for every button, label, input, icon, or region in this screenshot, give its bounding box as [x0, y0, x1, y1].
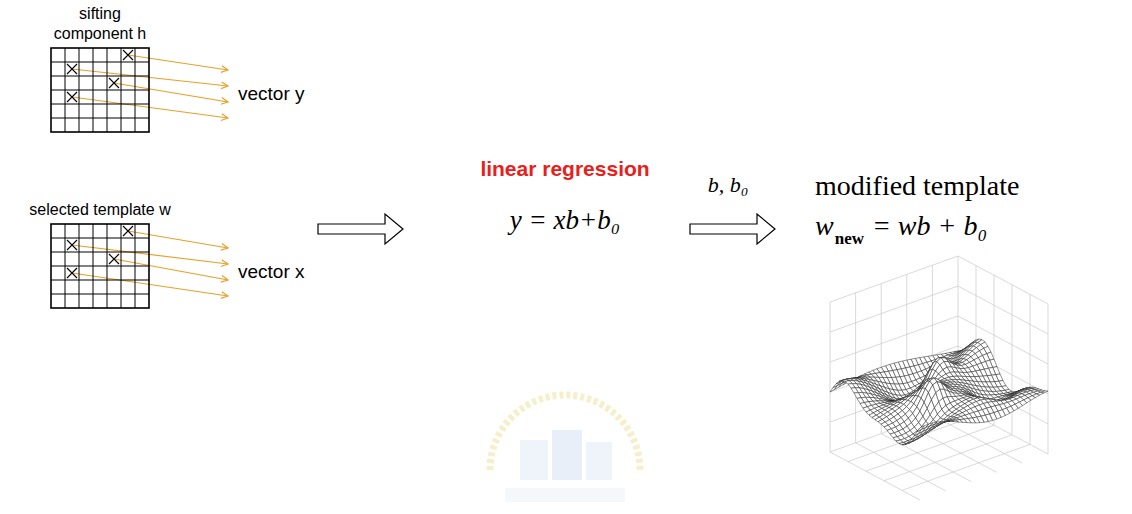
- pixel-leader-arrow: [72, 273, 228, 296]
- pixel-grid: [51, 48, 149, 132]
- coefficient-label: b, b₀: [708, 172, 749, 197]
- grid-line: [51, 118, 149, 119]
- hollow-arrow: [690, 214, 775, 244]
- x-mark: [67, 240, 77, 250]
- pixel-grid: [51, 224, 149, 308]
- selected-pixel-mark: [67, 92, 77, 102]
- plot-axis-line: [830, 452, 920, 500]
- selected-pixel-mark: [123, 50, 133, 60]
- plot-axis-line: [958, 286, 1048, 334]
- x-mark: [123, 226, 133, 236]
- surface-mesh-cell: [911, 434, 918, 440]
- watermark-logo: [490, 395, 640, 502]
- method-title: linear regression: [480, 157, 649, 181]
- pixel-leader-arrow: [114, 83, 228, 102]
- x-mark: [67, 92, 77, 102]
- equation-symbol: w: [815, 210, 834, 242]
- surface-mesh-cell: [914, 429, 921, 435]
- grid-line: [51, 252, 149, 253]
- grid-line: [51, 266, 149, 267]
- plot-axis-line: [902, 444, 1030, 490]
- surface-mesh-cell: [854, 393, 861, 399]
- plot-axis-line: [881, 434, 971, 482]
- grid-line: [51, 104, 149, 105]
- vector-label: vector x: [238, 261, 305, 283]
- plot-axis-line: [1030, 294, 1031, 444]
- equation-subscript: new: [835, 229, 864, 249]
- grid-heading: selected template w: [0, 200, 200, 220]
- regression-equation: y = xb+b₀: [510, 205, 620, 236]
- grid-line: [51, 280, 149, 281]
- grid-heading: sifting component h: [40, 4, 160, 44]
- selected-pixel-mark: [109, 254, 119, 264]
- watermark-base: [505, 488, 625, 502]
- plot-axis-line: [855, 293, 856, 443]
- plot-axis-line: [830, 316, 958, 362]
- plot-axis-line: [932, 415, 1022, 463]
- selected-pixel-mark: [67, 240, 77, 250]
- plot-axis-line: [958, 256, 1048, 304]
- grid-line: [51, 76, 149, 77]
- x-mark: [67, 64, 77, 74]
- plot-axis-line: [958, 406, 1048, 454]
- plot-axis-line: [958, 346, 1048, 394]
- plot-axis-line: [907, 424, 997, 472]
- x-mark: [67, 268, 77, 278]
- output-title: modified template: [815, 170, 1020, 202]
- surface-plot: [830, 256, 1048, 500]
- plot-axis-line: [830, 256, 958, 302]
- surface-mesh-cell: [851, 388, 858, 393]
- plot-axis-line: [1048, 304, 1049, 454]
- selected-pixel-mark: [67, 64, 77, 74]
- plot-axis-line: [830, 302, 831, 452]
- surface-mesh-cell: [939, 419, 946, 423]
- x-mark: [123, 50, 133, 60]
- x-mark: [109, 254, 119, 264]
- grid-line: [51, 90, 149, 91]
- surface-mesh-cell: [833, 382, 840, 388]
- grid-border: [51, 224, 149, 308]
- grid-line: [51, 62, 149, 63]
- surface-mesh-cell: [917, 426, 924, 432]
- surface-mesh-cell: [848, 384, 855, 389]
- plot-axis-line: [830, 376, 958, 422]
- plot-axis-line: [856, 443, 946, 491]
- pixel-grid-block: selected template w: [51, 224, 149, 308]
- plot-axis-line: [830, 286, 958, 332]
- watermark-block: [552, 430, 582, 480]
- x-mark: [109, 78, 119, 88]
- pixel-leader-arrow: [72, 245, 228, 264]
- pixel-leader-arrow: [72, 69, 228, 86]
- vector-label: vector y: [238, 83, 305, 105]
- selected-pixel-mark: [109, 78, 119, 88]
- pixel-leader-arrow: [72, 97, 228, 118]
- grid-border: [51, 48, 149, 132]
- plot-axis-line: [830, 346, 958, 392]
- surface-mesh-cell: [830, 385, 837, 392]
- hollow-arrow: [318, 214, 403, 244]
- equation-term: = wb + b₀: [872, 210, 987, 242]
- selected-pixel-mark: [123, 226, 133, 236]
- watermark-block: [586, 442, 612, 480]
- leader-lines: [72, 55, 228, 296]
- watermark-block: [520, 440, 548, 480]
- grid-line: [51, 238, 149, 239]
- pixel-leader-arrow: [114, 259, 228, 280]
- plot-axis-line: [958, 316, 1048, 364]
- pixel-grid-block: sifting component h: [51, 48, 149, 132]
- grid-line: [51, 294, 149, 295]
- selected-pixel-mark: [67, 268, 77, 278]
- pixel-leader-arrow: [128, 231, 228, 248]
- plot-axis-line: [958, 376, 1048, 424]
